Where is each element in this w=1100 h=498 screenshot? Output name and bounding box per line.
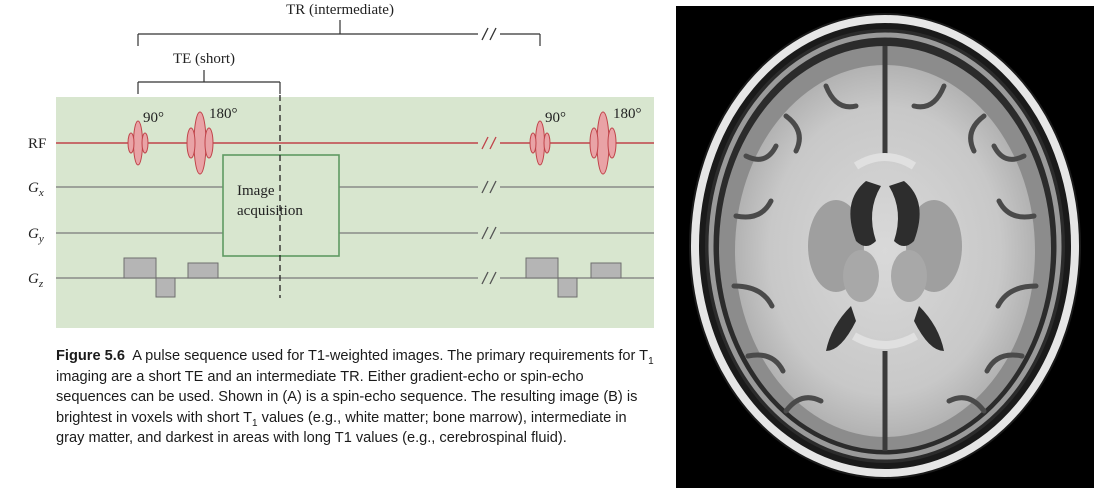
gz-gradient-lobes-second [525,257,622,298]
rf-pulse-180-first [186,111,214,175]
caption-text-part3: values (e.g., white matter; bone marrow)… [56,409,627,447]
brain-mri-icon [689,13,1081,479]
caption-text-part1: A pulse sequence used for T1-weighted im… [132,348,649,364]
acquisition-label-line1: Image [237,183,275,199]
image-acquisition-box [222,154,340,257]
pulse-sequence-diagram: TR (intermediate) TE (short) RF Gx Gy Gz [28,2,654,328]
pulse-label-180-first: 180° [209,106,238,122]
gx-label: Gx [28,180,44,199]
channel-break-marks [478,136,500,285]
caption-text-part2: imaging are a short TE and an intermedia… [56,368,638,426]
mri-brain-image [676,6,1094,488]
rf-label: RF [28,136,46,152]
tr-label: TR (intermediate) [286,2,394,18]
pulse-label-90-first: 90° [143,110,164,126]
figure-caption: Figure 5.6 A pulse sequence used for T1-… [56,346,656,449]
caption-subscript-1: 1 [648,355,654,367]
gy-label: Gy [28,226,44,245]
te-bracket [137,70,281,94]
te-label: TE (short) [173,51,235,67]
rf-pulse-90-second [529,120,551,166]
caption-subscript-2: 1 [252,417,258,429]
figure-number: Figure 5.6 [56,348,125,364]
gz-gradient-lobes-first [123,257,219,298]
acquisition-label-line2: acquisition [237,203,303,219]
pulse-label-180-second: 180° [613,106,642,122]
rf-pulse-180-second [589,111,617,175]
pulse-label-90-second: 90° [545,110,566,126]
rf-pulse-90-first [127,120,149,166]
tr-bracket [137,20,541,46]
gz-label: Gz [28,271,44,290]
tr-break-mark [481,27,497,41]
